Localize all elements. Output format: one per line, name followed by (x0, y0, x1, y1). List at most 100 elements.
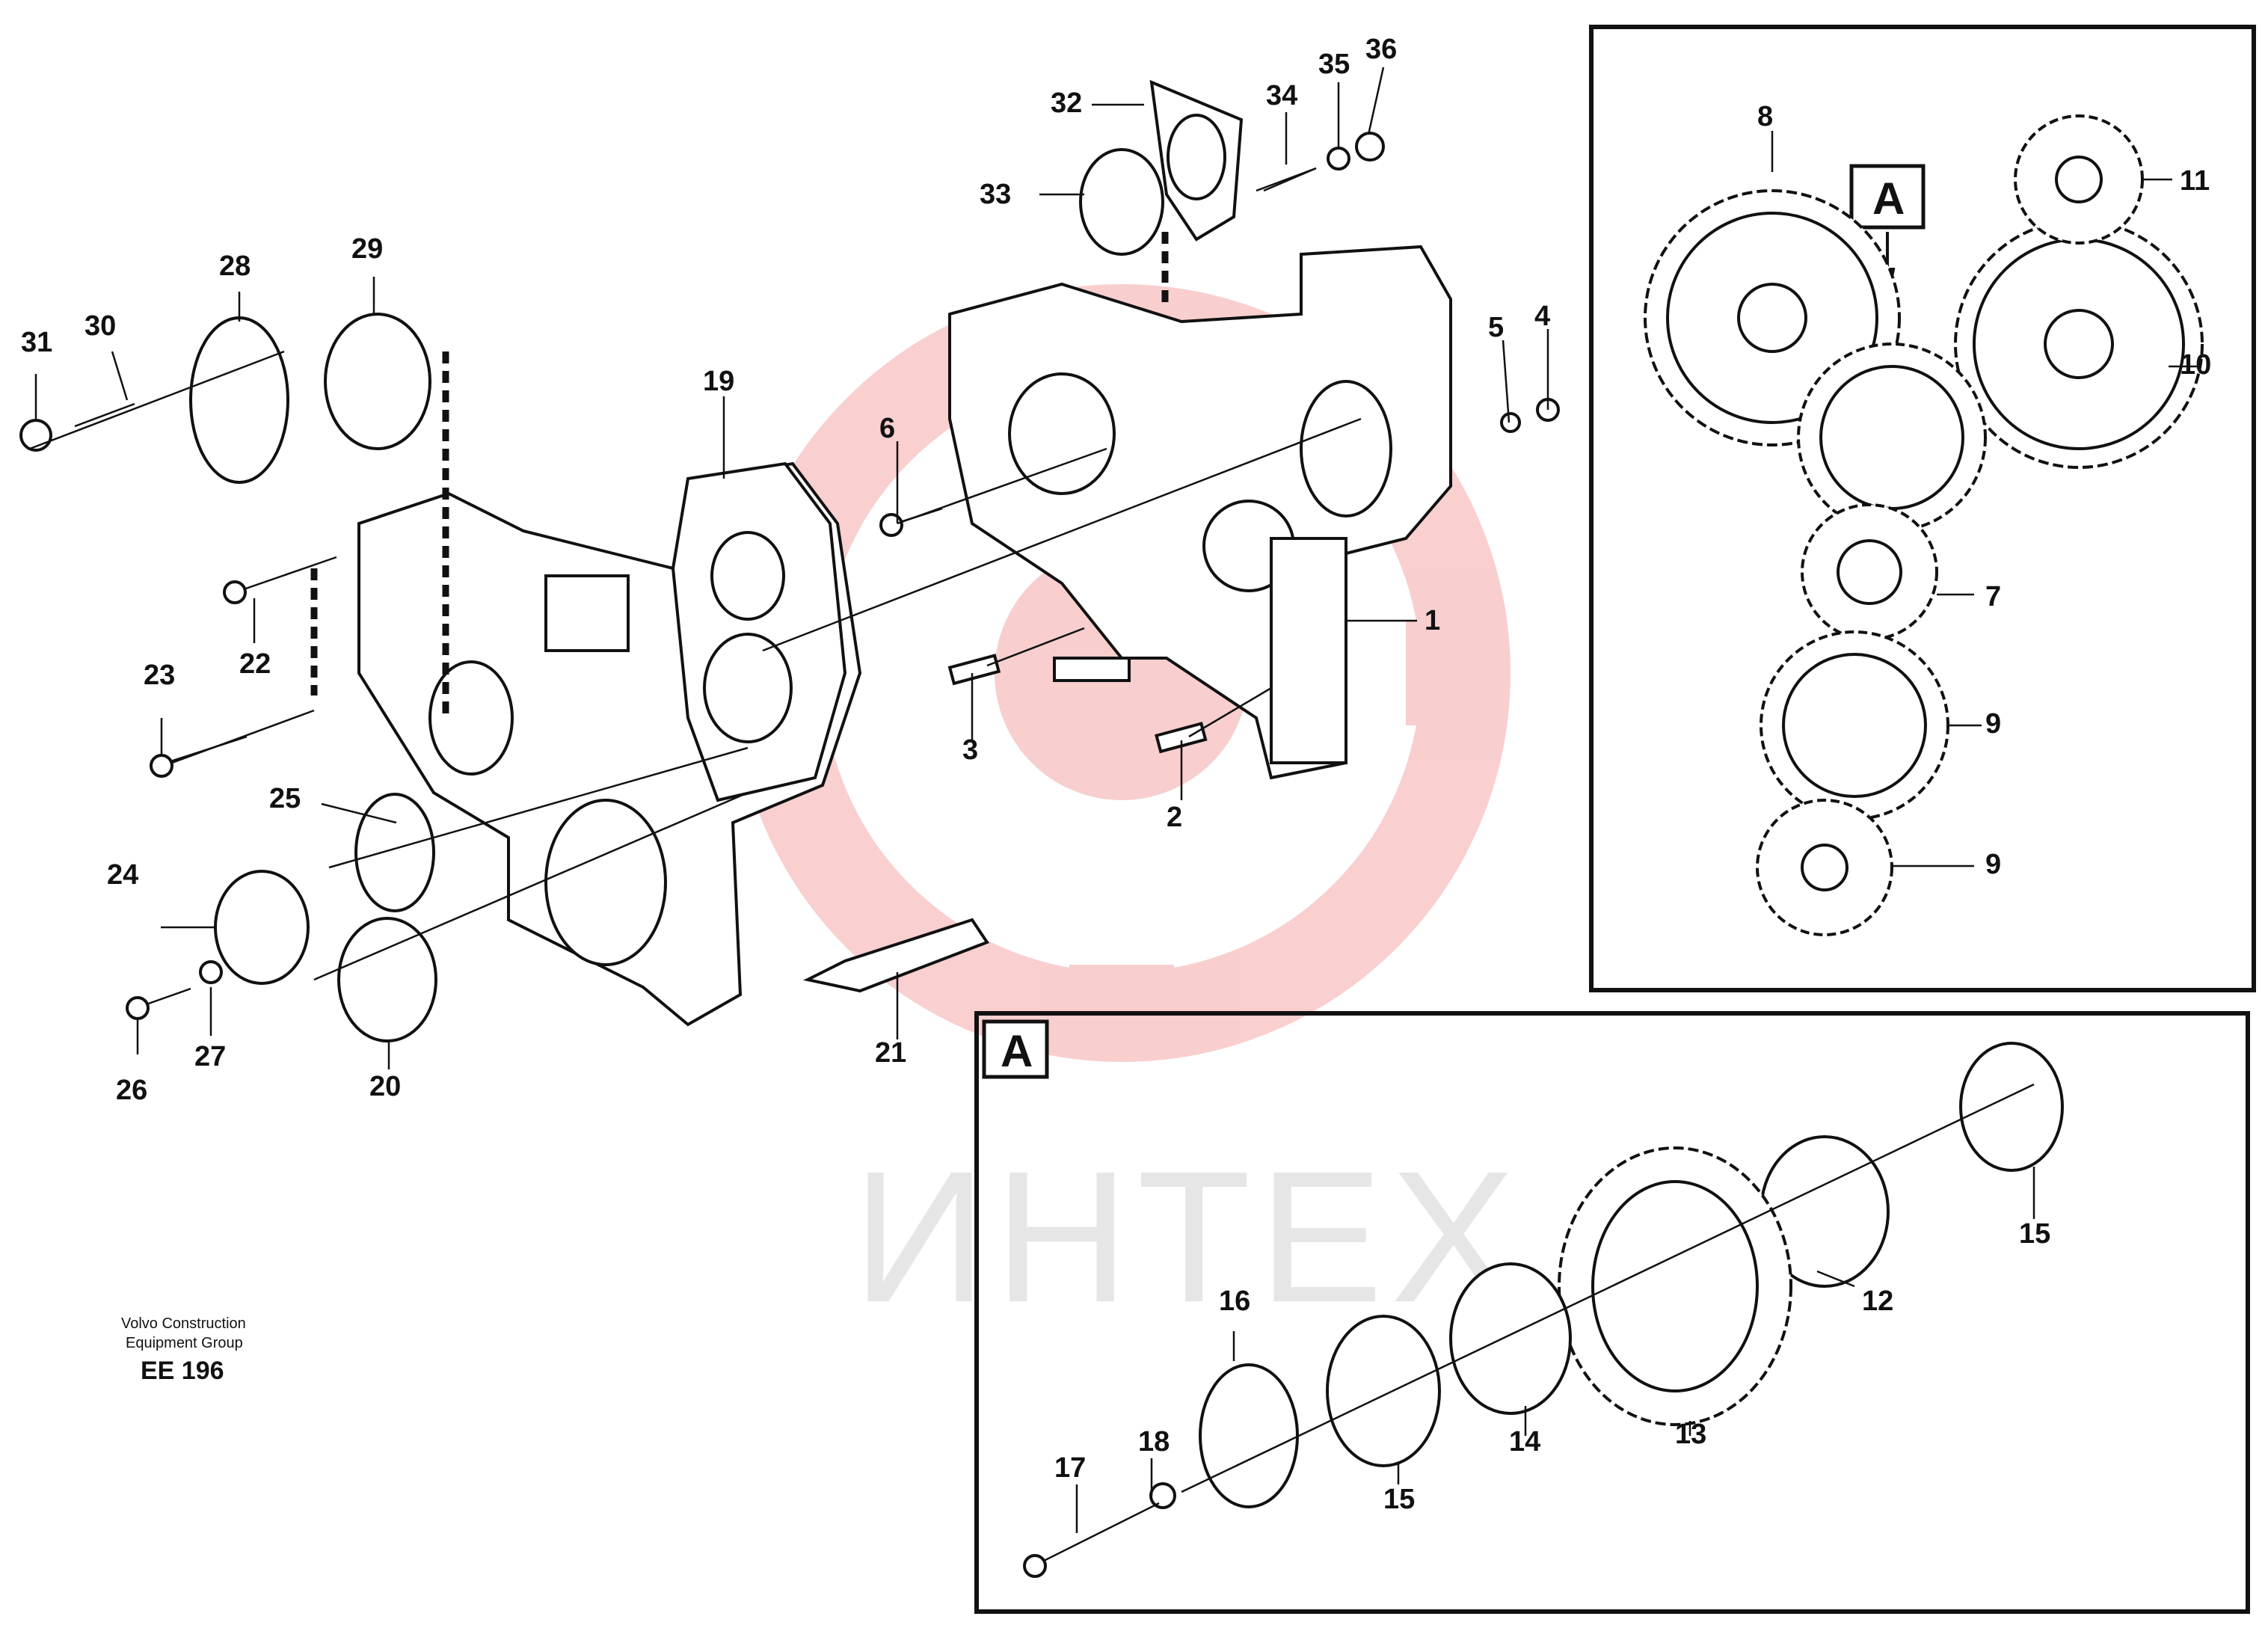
callout-8: 8 (1757, 101, 1773, 132)
stud-30 (74, 402, 135, 428)
dowel-2 (1155, 722, 1208, 754)
callout-23: 23 (144, 660, 175, 691)
washer-35 (1327, 147, 1350, 171)
callout-15a: 15 (2019, 1218, 2050, 1250)
callout-22: 22 (239, 648, 271, 680)
assembly-lines (29, 167, 1362, 981)
callout-26: 26 (116, 1075, 147, 1106)
callout-2: 2 (1167, 802, 1182, 833)
callout-36: 36 (1365, 34, 1397, 65)
gear-13-bore (1591, 1180, 1759, 1392)
thrust-washer-15-top (1959, 1042, 2064, 1172)
dowel-3 (947, 654, 1001, 686)
bolt-6-head (879, 513, 903, 537)
callout-16: 16 (1219, 1286, 1250, 1317)
gear-train (1644, 114, 2204, 936)
callout-24: 24 (107, 859, 138, 891)
detail-frame-bottom (974, 1011, 2250, 1614)
o-ring-25 (354, 793, 435, 912)
bolt-22 (239, 556, 337, 592)
housing-bore-right (1300, 380, 1392, 518)
gear-9-large-hub (1782, 653, 1927, 798)
bolt-26-head (126, 996, 150, 1020)
detail-tag-box-bottom (982, 1019, 1049, 1079)
callout-27: 27 (194, 1041, 226, 1072)
callout-10: 10 (2180, 349, 2211, 381)
housing-bore-left (1008, 372, 1116, 495)
callout-9a: 9 (1985, 708, 2001, 740)
gear-7-center (1837, 539, 1902, 605)
leader-lines (34, 67, 2198, 1533)
callout-4: 4 (1534, 301, 1550, 332)
callout-1: 1 (1425, 605, 1440, 636)
callout-25: 25 (269, 783, 301, 814)
callout-21: 21 (875, 1037, 906, 1069)
callout-19: 19 (703, 366, 734, 397)
callout-3: 3 (962, 734, 978, 766)
callout-15b: 15 (1383, 1484, 1415, 1515)
callout-6: 6 (879, 413, 895, 444)
cover-bore (544, 799, 667, 966)
bolt-23-head (150, 754, 173, 778)
cover-window (544, 574, 630, 652)
gear-8-center (1737, 283, 1807, 353)
detail-tag-top: A (1872, 173, 1905, 224)
o-ring-33 (1079, 148, 1164, 256)
gear-9-small-center (1801, 844, 1848, 891)
washer-5 (1500, 412, 1521, 433)
callout-28: 28 (219, 251, 251, 282)
callout-18: 18 (1138, 1426, 1170, 1458)
nut-36 (1355, 132, 1385, 162)
callout-9b: 9 (1985, 849, 2001, 880)
o-ring-29 (324, 313, 431, 450)
bolt-22-head (223, 580, 247, 604)
callout-30: 30 (84, 310, 116, 342)
plate-hole-lower (703, 633, 793, 743)
dashed-assembly-lines (310, 232, 1169, 718)
detail-tag-box-top (1849, 164, 1926, 230)
detail-frame-top (1589, 25, 2256, 992)
idler-assembly (1023, 1042, 2064, 1578)
washer-27 (199, 960, 223, 984)
callout-12: 12 (1862, 1286, 1893, 1317)
detail-tag-bottom: A (1001, 1026, 1033, 1076)
callout-17: 17 (1054, 1452, 1086, 1484)
gear-10-center (2044, 309, 2114, 379)
housing-foot (1053, 657, 1131, 682)
gear-11-center (2055, 156, 2103, 203)
idler-axis-line (1181, 1083, 2035, 1493)
plate-16 (1199, 1363, 1299, 1508)
washer-18 (1149, 1482, 1176, 1509)
bolt-17-head (1023, 1554, 1047, 1578)
callout-14: 14 (1509, 1426, 1540, 1458)
callout-35: 35 (1318, 49, 1350, 80)
bushing-14 (1449, 1262, 1572, 1415)
drawing-code: EE 196 (141, 1357, 224, 1385)
plate-hole-upper (710, 531, 785, 621)
thrust-washer-15-bottom (1326, 1315, 1441, 1467)
callout-32: 32 (1051, 87, 1082, 119)
flange-plate-hole (1167, 114, 1226, 200)
callout-20: 20 (369, 1071, 401, 1102)
credit-line-1: Volvo Construction (121, 1315, 246, 1332)
cover-hole (428, 660, 514, 776)
housing-leg (1270, 537, 1347, 764)
credit-line-2: Equipment Group (126, 1335, 243, 1351)
bolt-17 (1039, 1502, 1160, 1564)
gear-A-hub (1819, 365, 1964, 510)
callout-31: 31 (21, 327, 52, 358)
callout-29: 29 (351, 233, 383, 265)
plate-19 (671, 461, 847, 802)
callout-33: 33 (980, 179, 1011, 210)
cover-24 (214, 870, 310, 985)
callout-13: 13 (1675, 1419, 1706, 1450)
callout-7: 7 (1985, 581, 2001, 612)
callout-34: 34 (1266, 80, 1297, 111)
watermark-text: ИНТЕХ (852, 1132, 1522, 1341)
callout-5: 5 (1488, 312, 1504, 343)
seal-20 (337, 917, 437, 1042)
callout-11: 11 (2180, 165, 2210, 197)
sealant-tube-21 (803, 918, 990, 993)
